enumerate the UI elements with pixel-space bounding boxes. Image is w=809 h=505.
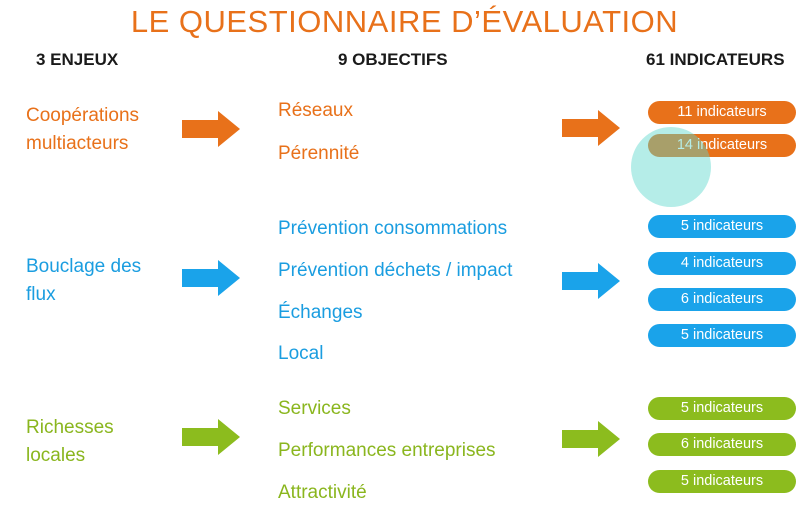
indicator-pill: 14 indicateurs [648, 134, 796, 157]
indicator-pill: 4 indicateurs [648, 252, 796, 275]
objectif-local: Local [278, 343, 324, 364]
arrow-right-icon [562, 110, 620, 146]
column-header-objectifs: 9 OBJECTIFS [338, 50, 448, 69]
indicator-pill: 11 indicateurs [648, 101, 796, 124]
objectif-echanges: Échanges [278, 302, 363, 323]
column-header-enjeux: 3 ENJEUX [36, 50, 119, 69]
objectif-perennite: Pérennité [278, 143, 360, 164]
indicator-pill: 6 indicateurs [648, 288, 796, 311]
arrow-right-icon [182, 419, 240, 455]
arrow-right-icon [562, 263, 620, 299]
indicator-pill: 5 indicateurs [648, 215, 796, 238]
indicator-pill: 5 indicateurs [648, 324, 796, 347]
objectif-services: Services [278, 398, 351, 419]
objectif-prevention-dechets: Prévention déchets / impact [278, 260, 513, 281]
objectif-prevention-consommations: Prévention consommations [278, 218, 508, 239]
objectif-performances: Performances entreprises [278, 440, 496, 461]
page-title: LE QUESTIONNAIRE D’ÉVALUATION [130, 4, 679, 39]
arrow-right-icon [562, 421, 620, 457]
column-header-indicateurs: 61 INDICATEURS [646, 50, 785, 69]
objectif-reseaux: Réseaux [278, 100, 353, 121]
enjeu-cooperations: Coopérations multiacteurs [26, 105, 140, 154]
arrow-right-icon [182, 260, 240, 296]
objectif-attractivite: Attractivité [278, 482, 367, 503]
indicator-pill: 6 indicateurs [648, 433, 796, 456]
arrow-right-icon [182, 111, 240, 147]
enjeu-richesses: Richesses locales [26, 417, 114, 466]
indicator-pill: 5 indicateurs [648, 397, 796, 420]
enjeu-bouclage: Bouclage des flux [26, 256, 142, 305]
indicator-pill: 5 indicateurs [648, 470, 796, 493]
